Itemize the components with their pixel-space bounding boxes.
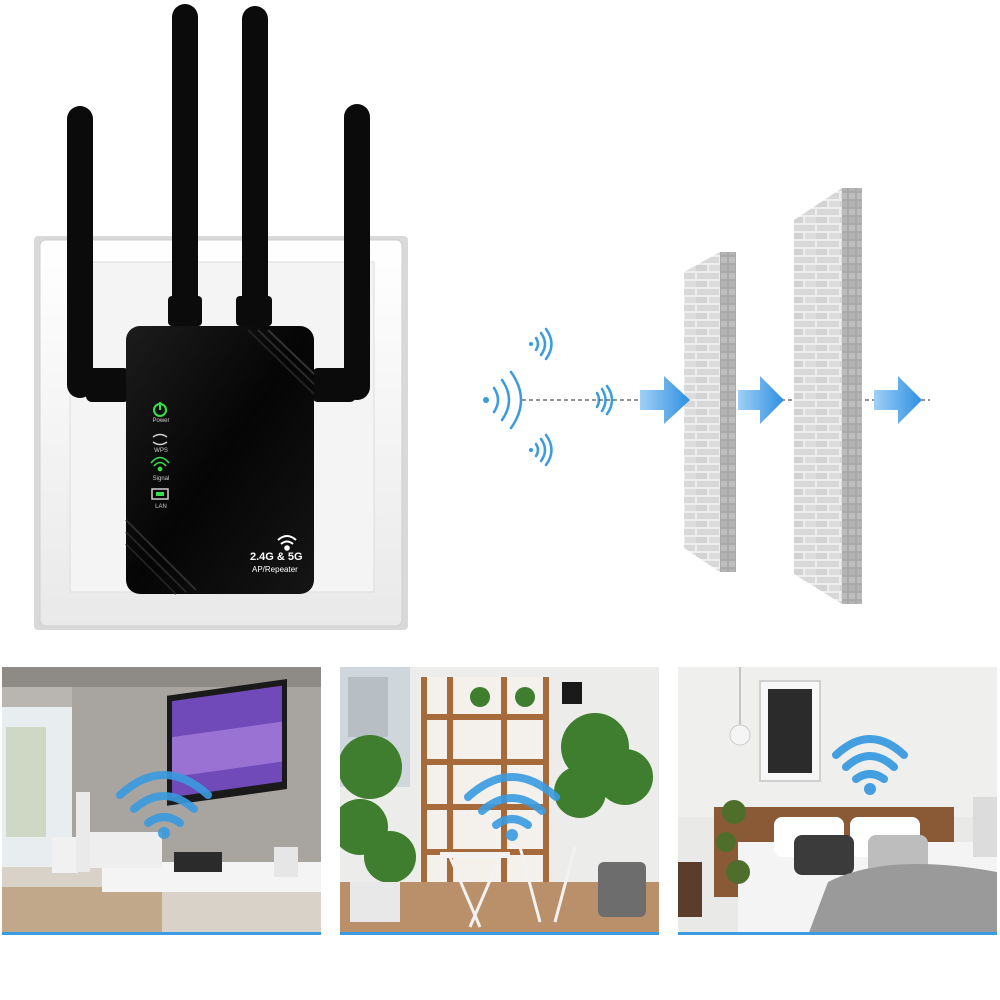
indicator-label-power: Power [152,418,169,424]
hero-illustration: Power WPS Signal LAN 2.4G & 5G AP/Repeat… [34,4,930,630]
wifi-icon [116,771,212,839]
brick-wall-icon [794,188,862,604]
arrow-right-icon [874,376,922,424]
band-label: 2.4G & 5G [250,551,303,563]
indicator-label-lan: LAN [155,504,167,510]
wifi-icon [832,735,908,795]
signal-wave-icon [483,327,614,467]
wps-indicator-icon [152,433,168,446]
bedroom-scene [678,667,997,935]
signal-indicator-icon [150,456,170,472]
panel-underline [2,932,321,935]
balcony-scene [340,667,659,935]
indicator-label-wps: WPS [154,448,168,454]
arrow-right-icon [738,376,784,424]
wifi-extender-device: Power WPS Signal LAN 2.4G & 5G AP/Repeat… [125,326,315,595]
lan-indicator-icon [151,488,169,500]
power-indicator-icon [153,402,167,417]
indicator-label-signal: Signal [153,476,170,482]
arrow-right-icon [640,376,690,424]
living-room-scene [2,667,321,935]
panel-underline [340,932,659,935]
panel-underline [678,932,997,935]
tv-screen [167,678,287,806]
antenna-icon [67,4,370,402]
mode-label: AP/Repeater [252,565,298,574]
wifi-icon [277,535,297,551]
wifi-icon [464,773,560,841]
brick-wall-icon [684,252,736,572]
